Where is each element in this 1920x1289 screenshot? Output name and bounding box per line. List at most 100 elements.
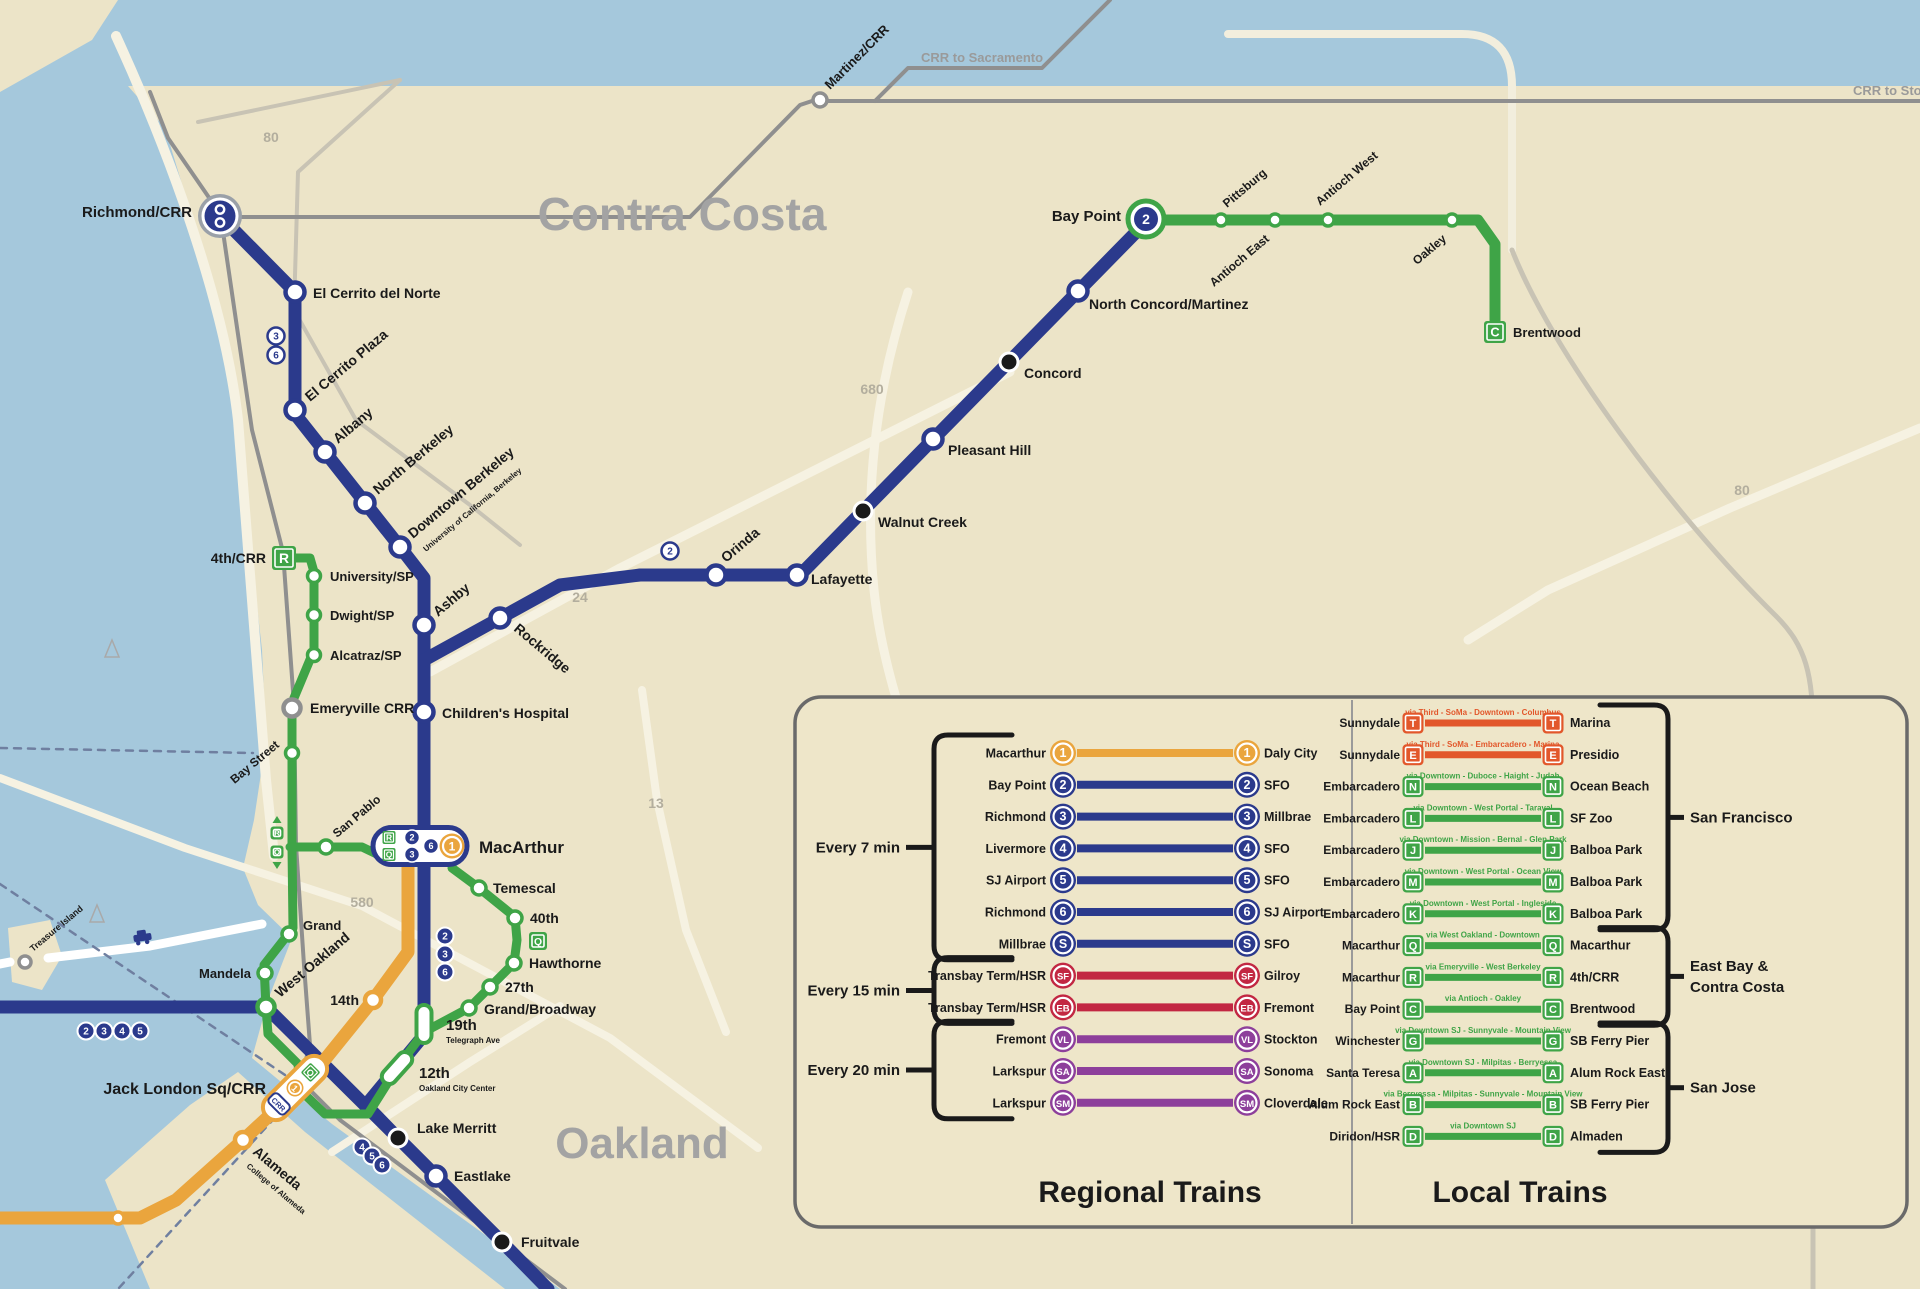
legend-route-badge-text: C xyxy=(1409,1004,1417,1016)
legend-destination-label: SB Ferry Pier xyxy=(1570,1034,1649,1048)
hub-badge-circle xyxy=(403,846,421,863)
legend-origin-label: Macarthur xyxy=(986,747,1047,761)
route-badge-square-inner xyxy=(272,828,282,838)
legend-destination-label: Stockton xyxy=(1264,1033,1317,1047)
station-label: Lake Merritt xyxy=(417,1120,497,1136)
station-label: Eastlake xyxy=(454,1168,511,1184)
baypoint-hub-number: 2 xyxy=(1142,211,1150,227)
legend-route-badge-text: M xyxy=(1408,877,1417,889)
station-dot xyxy=(317,838,335,856)
station-label: Dwight/SP xyxy=(330,608,395,623)
legend-destination-label: SB Ferry Pier xyxy=(1570,1098,1649,1112)
car-icon xyxy=(133,929,152,946)
legend-route-badge-text: S xyxy=(1243,937,1251,951)
legend-route-badge-ring xyxy=(1544,1000,1562,1018)
legend-route-badge-ring xyxy=(1544,905,1562,923)
legend-origin-label: Bay Point xyxy=(1345,1002,1400,1016)
legend-route-badge-ring xyxy=(1236,1060,1258,1082)
legend-origin-label: Sunnydale xyxy=(1339,748,1400,762)
legend-destination-label: Marina xyxy=(1570,716,1611,730)
legend-origin-label: Alum Rock East xyxy=(1309,1098,1400,1112)
legend-route-badge-text: B xyxy=(1549,1100,1557,1112)
legend-destination-label: SF Zoo xyxy=(1570,811,1613,825)
station-label: Alcatraz/SP xyxy=(330,648,402,663)
legend-destination-label: Millbrae xyxy=(1264,810,1311,824)
route-badge xyxy=(266,326,286,346)
legend-frequency-label: Every 15 min xyxy=(807,983,900,1000)
legend-route-badge-text: K xyxy=(1409,909,1417,921)
route-badge-number: 3 xyxy=(273,332,279,343)
legend-route-badge xyxy=(1542,839,1564,861)
legend-origin-label: Diridon/HSR xyxy=(1329,1129,1400,1143)
legend-route-badge-ring xyxy=(1404,1128,1422,1145)
legend-destination-label: Alum Rock East xyxy=(1570,1066,1666,1080)
route-badge xyxy=(372,1155,392,1175)
route-badge-square-inner xyxy=(274,548,294,568)
station-dot xyxy=(283,744,301,762)
legend-route-badge-text: G xyxy=(1549,1036,1558,1048)
transfer-pill-shape xyxy=(379,1049,415,1087)
station-dot xyxy=(704,563,728,587)
legend-route-badge-text: L xyxy=(1410,813,1417,825)
legend-route-badge-ring xyxy=(1236,869,1258,891)
legend-route-badge-text: K xyxy=(1549,909,1557,921)
legend-route-badge-text: S xyxy=(1059,937,1067,951)
station-dot xyxy=(785,563,809,587)
legend-destination-label: Brentwood xyxy=(1570,1002,1635,1016)
legend-route-badge-text: SA xyxy=(1240,1067,1253,1078)
station-sublabel: Telegraph Ave xyxy=(446,1036,500,1045)
legend-via-label: via Emeryville - West Berkeley xyxy=(1425,962,1541,971)
legend-route-badge-text: 3 xyxy=(1244,810,1251,824)
station-dot xyxy=(412,700,436,724)
hub-badge-square-inner xyxy=(303,1065,318,1080)
route-badge-square xyxy=(272,546,296,570)
legend-route-badge-text: J xyxy=(1550,845,1556,857)
legend-route-badge-ring xyxy=(1052,774,1074,796)
route-badge-number: 3 xyxy=(101,1027,107,1038)
legend-title-regional: Regional Trains xyxy=(1038,1176,1261,1209)
station-dot xyxy=(362,989,384,1011)
legend-destination-label: SFO xyxy=(1264,937,1290,951)
legend-route-badge xyxy=(1542,1062,1564,1084)
legend-destination-label: SFO xyxy=(1264,778,1290,792)
legend-route-badge-text: Q xyxy=(1549,941,1558,953)
legend-route-badge-text: A xyxy=(1409,1068,1417,1080)
station-dot xyxy=(283,398,307,422)
legend-route-badge-ring xyxy=(1236,774,1258,796)
legend-via-label: via Downtown SJ - Milpitas - Berryessa xyxy=(1409,1058,1558,1067)
legend-route-badge-ring xyxy=(1544,937,1562,954)
legend-route-badge-ring xyxy=(1236,742,1258,764)
legend-destination-label: 4th/CRR xyxy=(1570,970,1619,984)
legend-destination-label: Balboa Park xyxy=(1570,843,1642,857)
legend-route-badge-text: 5 xyxy=(1060,873,1067,887)
legend-route-badge xyxy=(1402,871,1424,893)
legend-route-badge-text: 3 xyxy=(1060,810,1067,824)
baypoint-hub-disc xyxy=(1134,207,1158,231)
legend-route-badge-ring xyxy=(1236,964,1258,987)
legend-origin-label: Winchester xyxy=(1335,1034,1400,1048)
station-label: Concord xyxy=(1024,365,1082,381)
legend-route-badge-ring xyxy=(1236,805,1258,828)
route-badge-number: 5 xyxy=(137,1027,143,1038)
hub-badge-number: 3 xyxy=(409,850,414,860)
legend-route-badge-text: 1 xyxy=(1060,746,1067,760)
hub-badge-number: 1 xyxy=(289,1083,300,1094)
legend-origin-label: Bay Point xyxy=(988,778,1046,792)
route-badge-square-inner xyxy=(531,934,545,948)
land-point xyxy=(0,0,118,92)
legend-origin-label: Macarthur xyxy=(1342,939,1400,953)
legend-route-badge-ring xyxy=(1404,873,1422,891)
legend-route-badge xyxy=(1402,839,1424,861)
legend-route-badge xyxy=(1402,966,1424,988)
station-label: Richmond/CRR xyxy=(82,204,192,221)
legend-route-badge-ring xyxy=(1544,778,1562,795)
station-dot xyxy=(470,879,488,897)
